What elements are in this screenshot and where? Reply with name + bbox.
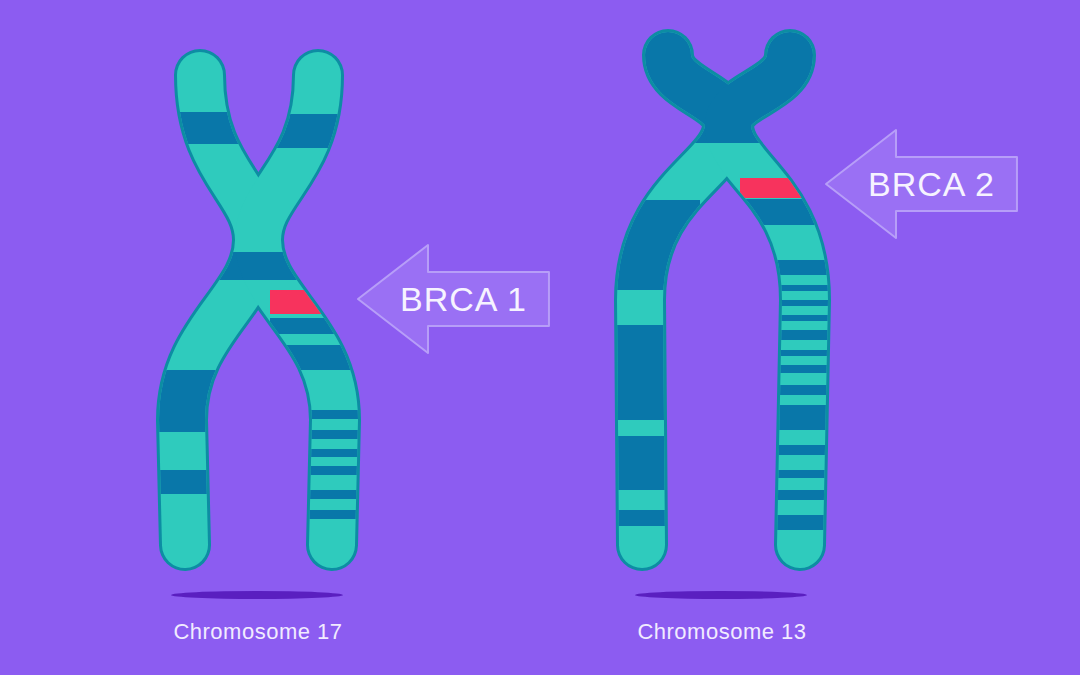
chromosome-bands	[215, 114, 370, 519]
arrow-callout: BRCA 2	[826, 130, 1017, 238]
arrow-outline	[826, 130, 1017, 238]
arrow-outline	[358, 245, 549, 353]
brca1-band	[270, 290, 370, 314]
gene-label: BRCA 2	[868, 167, 995, 201]
chromosome-name: Chromosome 17	[173, 621, 342, 643]
brca2-band	[740, 178, 840, 198]
chromosome-name: Chromosome 13	[637, 621, 806, 643]
gene-label: BRCA 1	[400, 282, 527, 316]
shadow	[635, 591, 807, 599]
shadow	[171, 591, 343, 599]
chromosome-bands	[700, 25, 840, 530]
arrow-callout: BRCA 1	[358, 245, 549, 353]
